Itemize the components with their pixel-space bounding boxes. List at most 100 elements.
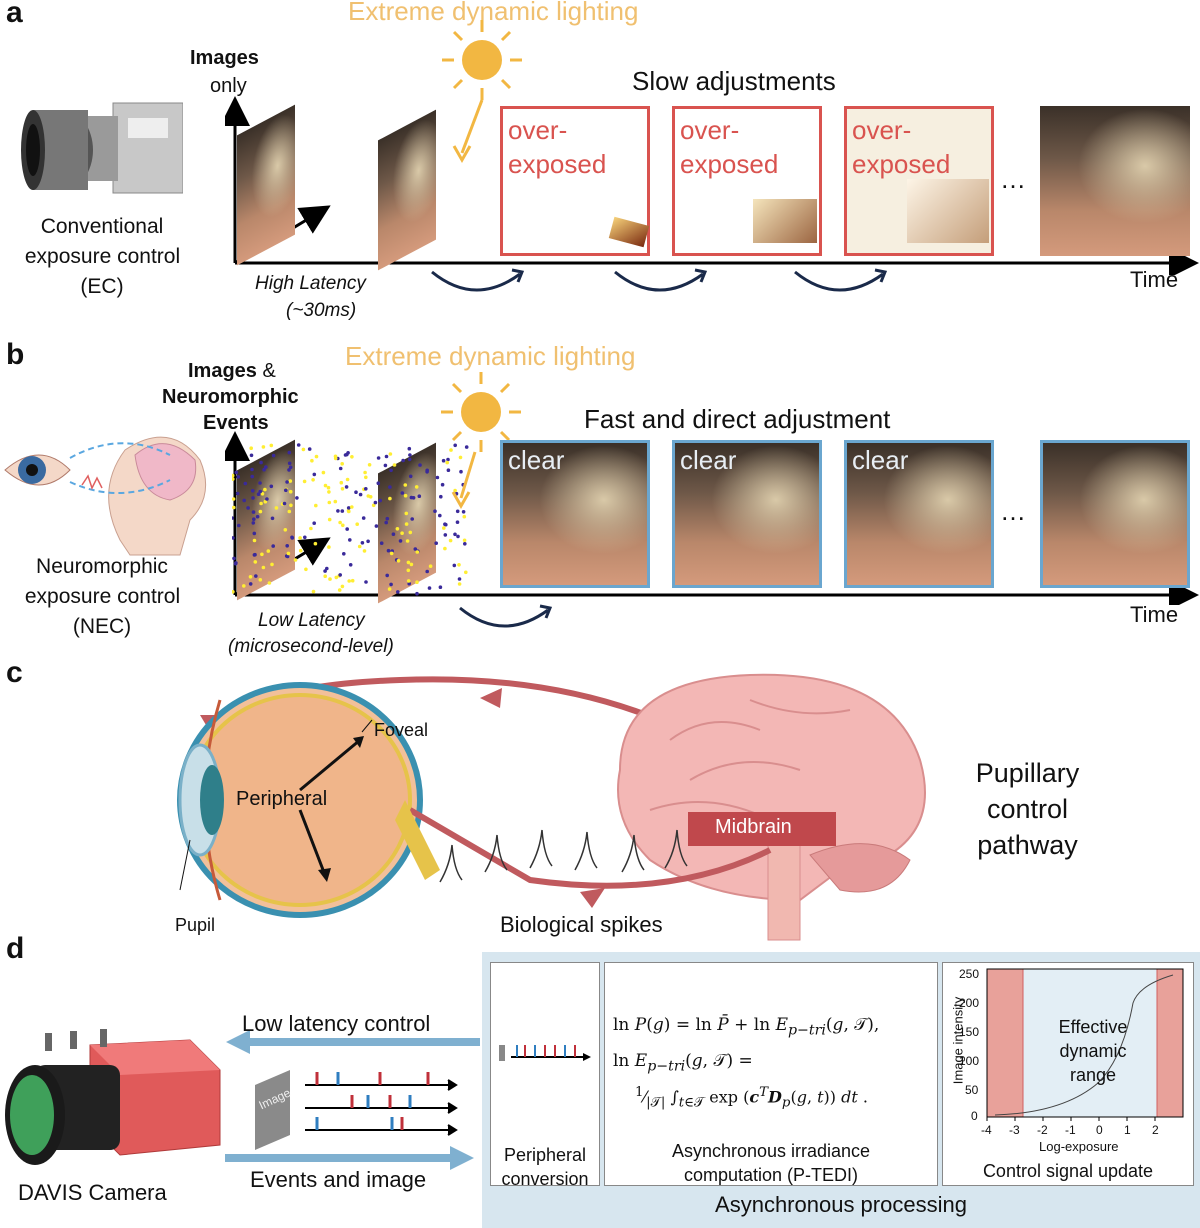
event-dot	[328, 577, 332, 581]
event-dot	[312, 521, 316, 525]
event-dot	[407, 581, 411, 586]
y-axis-label: Image intensity	[950, 996, 966, 1085]
lighting-label-b: Extreme dynamic lighting	[345, 341, 636, 371]
event-dot	[310, 458, 314, 463]
ellipsis-a: …	[1000, 164, 1026, 194]
event-dot	[246, 506, 250, 510]
panel-letter-c: c	[6, 656, 23, 689]
event-dot	[235, 491, 240, 496]
event-dot	[271, 453, 276, 458]
event-dot	[258, 578, 263, 582]
event-dot	[385, 516, 390, 521]
event-dot	[388, 452, 393, 456]
time-label-a: Time	[1130, 267, 1179, 292]
event-dot	[350, 578, 355, 583]
event-dot	[410, 517, 414, 521]
spike-train-icon	[499, 1045, 591, 1061]
control-update-box: 250 200 150 100 50 0 -4 -3 -2 -1 0 1 2 I…	[942, 962, 1194, 1186]
event-dot	[389, 551, 394, 556]
event-dot	[298, 536, 302, 540]
event-dot	[409, 562, 414, 567]
spikes-label: Biological spikes	[500, 912, 663, 937]
event-dot	[415, 550, 420, 554]
event-dot	[252, 538, 257, 543]
effective-3: range	[1069, 1065, 1117, 1085]
event-dot	[406, 579, 411, 583]
event-dot	[446, 468, 451, 472]
event-dot	[350, 505, 354, 509]
event-dot	[251, 496, 255, 500]
curved-arrow-b	[459, 604, 553, 628]
event-dot	[249, 446, 253, 450]
event-dot	[366, 539, 370, 544]
event-dot	[348, 538, 352, 542]
event-dot	[376, 481, 381, 485]
event-dot	[363, 470, 367, 475]
y-tick-200: 200	[959, 996, 980, 1010]
event-dot	[388, 496, 392, 501]
event-dot	[340, 509, 345, 513]
event-dot	[259, 460, 263, 465]
event-dot	[415, 580, 419, 584]
event-dot	[309, 526, 313, 531]
event-dot	[327, 545, 331, 549]
event-dot	[256, 492, 261, 496]
davis-camera-label: DAVIS Camera	[18, 1180, 167, 1205]
event-dot	[463, 542, 467, 546]
equation-line-1: ln P(g) = ln P̄ + ln Ep−tri(g, 𝒯),	[613, 1015, 880, 1039]
axis-label-b-events: Events	[203, 412, 269, 434]
event-dot	[288, 479, 293, 483]
peripheral-label: Peripheral	[236, 788, 328, 810]
control-update-label: Control signal update	[982, 1161, 1154, 1181]
event-dot	[444, 522, 448, 527]
y-tick-50: 50	[965, 1083, 979, 1097]
event-dot	[323, 569, 327, 573]
event-dot	[392, 463, 397, 467]
event-dot	[242, 498, 246, 503]
event-dot	[373, 500, 378, 505]
frame-text-clear: clear	[852, 445, 909, 475]
event-dot	[258, 509, 263, 514]
event-dot	[427, 586, 432, 590]
event-dot	[384, 520, 388, 525]
async-irr-2: computation (P-TEDI)	[683, 1165, 859, 1185]
x-tick-m2: -2	[1037, 1123, 1048, 1137]
event-dot	[425, 569, 429, 574]
event-dot	[327, 500, 332, 505]
clear-frame-2: clear	[672, 440, 822, 588]
event-dot	[409, 495, 414, 500]
ec-caption-3: (EC)	[80, 275, 124, 298]
event-dot	[258, 481, 262, 485]
irradiance-box: ln P(g) = ln P̄ + ln Ep−tri(g, 𝒯), ln Ep…	[604, 962, 938, 1186]
event-dot	[232, 505, 236, 510]
event-dot	[249, 453, 254, 458]
lighting-label-a: Extreme dynamic lighting	[348, 0, 639, 26]
peripheral-conversion-box: Peripheral conversion	[490, 962, 600, 1189]
control-arrows	[225, 1030, 480, 1170]
event-dot	[452, 563, 457, 568]
latency-b-2: (microsecond-level)	[228, 636, 394, 657]
event-dot	[461, 510, 466, 514]
event-dot	[366, 494, 371, 498]
event-dot	[398, 539, 403, 543]
ec-caption-2: exposure control	[24, 245, 181, 268]
sun-icon-a	[442, 20, 522, 164]
status-slow: Slow adjustments	[632, 66, 836, 96]
frame-text-clear: clear	[508, 445, 565, 475]
event-dot	[263, 499, 268, 504]
foveal-label: Foveal	[374, 720, 429, 740]
event-dot	[407, 457, 412, 462]
pathway-label-1: Pupillary	[975, 758, 1080, 788]
event-dot	[251, 521, 256, 525]
event-dot	[264, 465, 268, 469]
pupil-label: Pupil	[175, 915, 216, 935]
event-dot	[406, 568, 411, 573]
event-dot	[260, 552, 264, 557]
event-dot	[233, 561, 238, 566]
axis-label-b-amp: &	[262, 360, 276, 382]
event-dot	[302, 479, 307, 484]
industrial-camera-icon	[21, 102, 183, 194]
x-tick-0: 0	[1096, 1123, 1103, 1137]
event-scatter	[232, 443, 469, 596]
event-dot	[443, 533, 448, 537]
